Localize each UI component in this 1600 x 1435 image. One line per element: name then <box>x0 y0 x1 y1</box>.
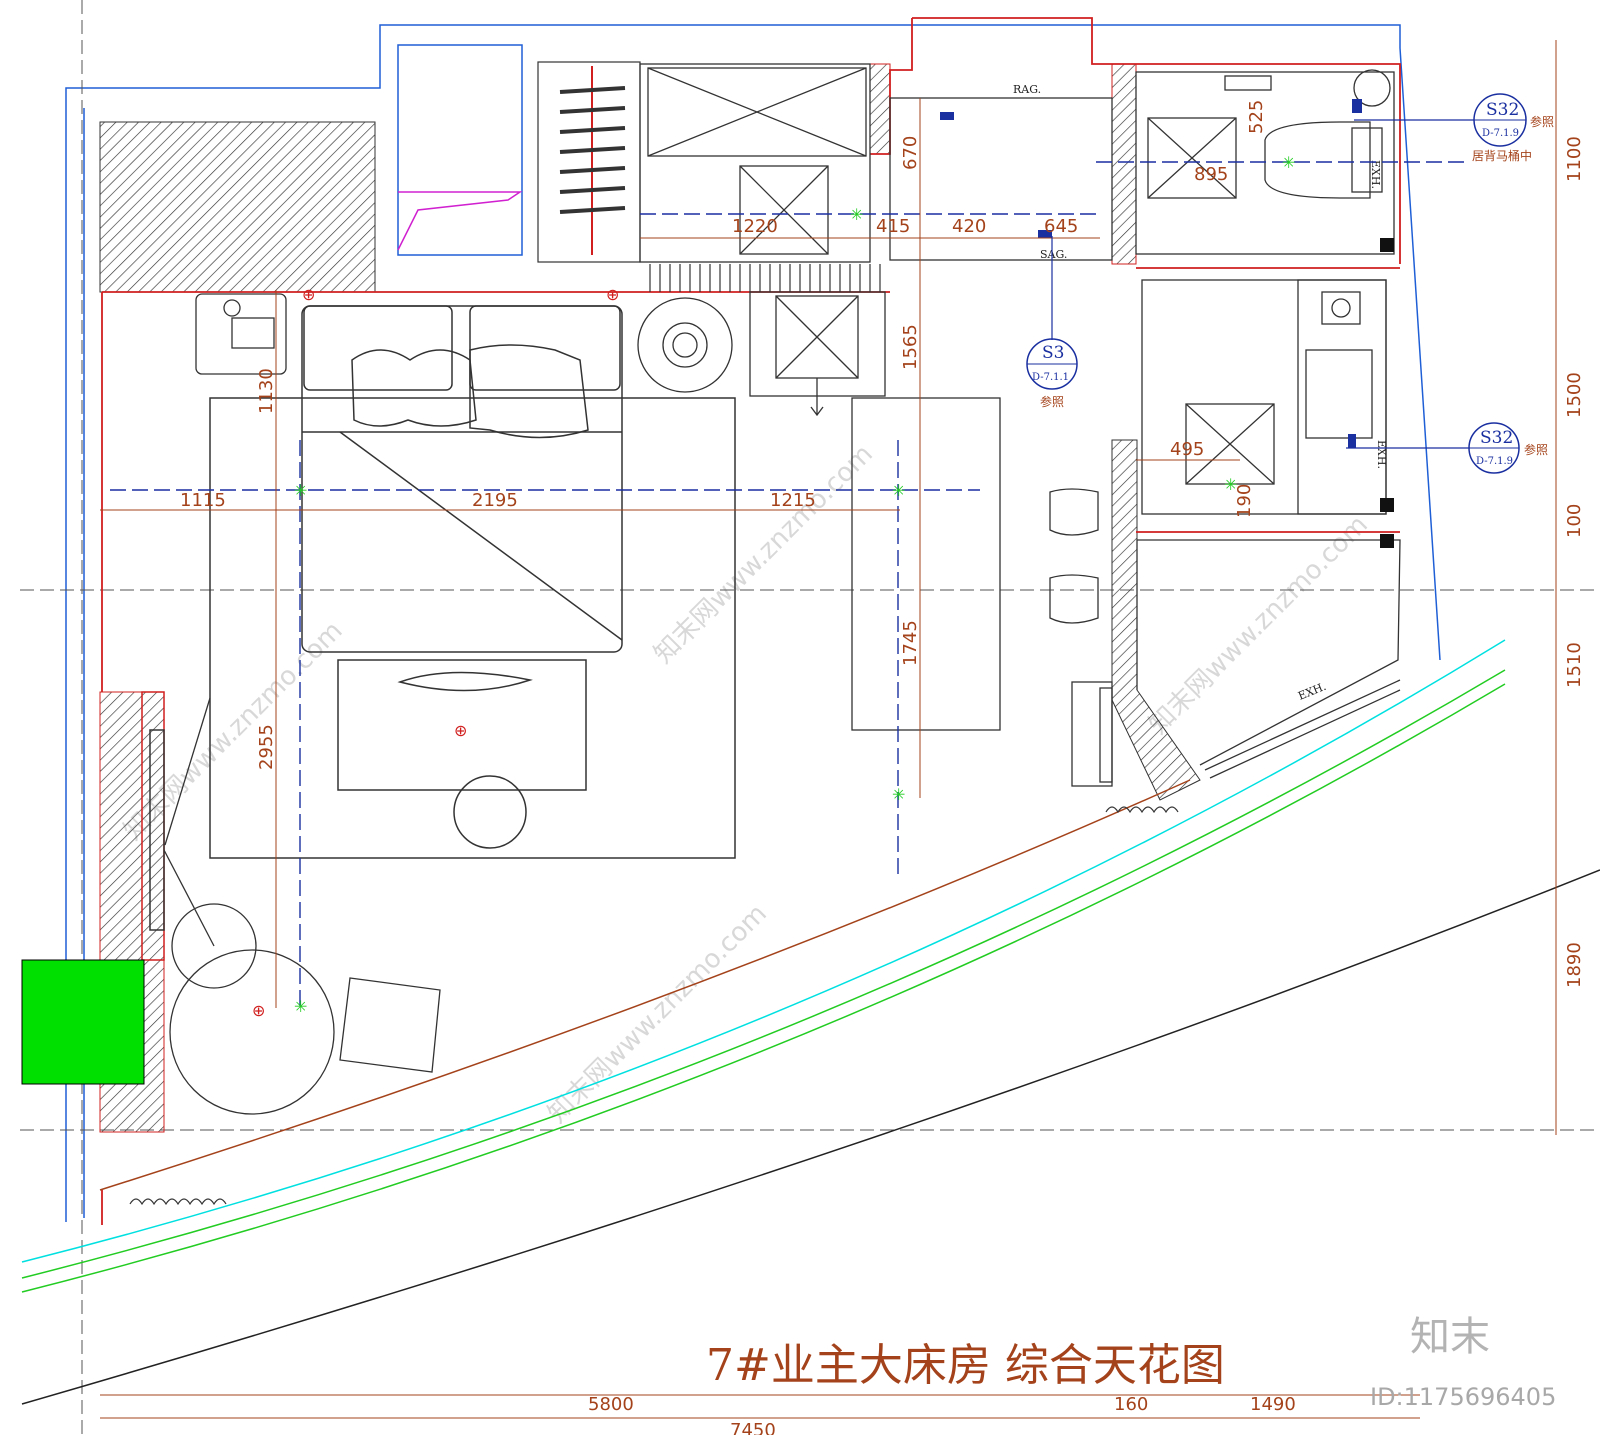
nightstand <box>195 293 287 375</box>
dim-1565: 1565 <box>900 324 921 370</box>
svg-text:✳: ✳ <box>1224 475 1237 494</box>
dim-1115: 1115 <box>180 490 226 511</box>
callout-note: 参照 <box>1530 114 1554 129</box>
corridor-fixtures <box>637 63 1113 417</box>
dim-2955: 2955 <box>256 724 277 770</box>
green-marker-block <box>21 959 145 1085</box>
dim-420: 420 <box>952 216 986 237</box>
image-id: ID:1175696405 <box>1370 1383 1556 1411</box>
dim-525: 525 <box>1246 100 1267 134</box>
svg-text:⊕: ⊕ <box>252 1001 265 1020</box>
dim-2195: 2195 <box>472 490 518 511</box>
watermark-text: 知末网www.znzmo.com <box>1143 510 1374 741</box>
callout-ref: D-7.1.9 <box>1482 128 1519 139</box>
hatched-walls <box>99 63 1201 1133</box>
axis-lines <box>110 161 1470 1010</box>
lounge-area <box>163 697 441 1115</box>
svg-text:✳: ✳ <box>294 997 307 1016</box>
dim-1215: 1215 <box>770 490 816 511</box>
svg-text:✳: ✳ <box>1282 153 1295 172</box>
drawing-title: 7#业主大床房 综合天花图 <box>706 1340 1225 1391</box>
dim-100: 100 <box>1564 504 1585 538</box>
callout-s32-mid: S32 D-7.1.9 参照 <box>1346 422 1548 474</box>
red-markers: ⊕ ⊕ ⊕ ⊕ <box>252 285 619 1020</box>
dim-645: 645 <box>1044 216 1078 237</box>
slat-grille <box>649 264 881 292</box>
dim-1745: 1745 <box>900 620 921 666</box>
callout-s32-top: S32 D-7.1.9 参照 居背马桶中 <box>1354 93 1554 163</box>
dim-1100: 1100 <box>1564 136 1585 182</box>
dim-160: 160 <box>1114 1394 1148 1415</box>
dim-670: 670 <box>900 136 921 170</box>
callout-ref: D-7.1.9 <box>1476 456 1513 467</box>
vanity <box>1049 488 1113 787</box>
sag-label: SAG. <box>1040 248 1067 261</box>
dimension-lines <box>100 40 1557 1419</box>
svg-text:✳: ✳ <box>850 205 863 224</box>
dim-415: 415 <box>876 216 910 237</box>
window-curves <box>21 639 1600 1405</box>
svg-text:✳: ✳ <box>892 481 905 500</box>
dim-5800: 5800 <box>588 1394 634 1415</box>
closet <box>397 44 641 263</box>
dim-495: 495 <box>1170 439 1204 460</box>
callout-extra: 居背马桶中 <box>1472 148 1532 163</box>
svg-text:✳: ✳ <box>294 481 307 500</box>
watermark-text: 知末网www.znzmo.com <box>648 439 879 670</box>
dimension-labels: 1220 415 420 645 895 525 670 1565 1745 1… <box>180 100 1585 1435</box>
brand-logo: 知末 <box>1410 1314 1490 1360</box>
svg-text:⊕: ⊕ <box>454 721 467 740</box>
bathroom <box>1135 69 1401 779</box>
dim-1890: 1890 <box>1564 942 1585 988</box>
tv-wall <box>141 691 165 961</box>
svg-text:✳: ✳ <box>892 785 905 804</box>
dim-895: 895 <box>1194 164 1228 185</box>
dim-7450: 7450 <box>730 1420 776 1435</box>
watermark-text: 知末网www.znzmo.com <box>542 899 773 1130</box>
desk <box>851 397 1001 731</box>
exh-label-2: EXH. <box>1375 440 1388 469</box>
exh-label-1: EXH. <box>1369 160 1382 189</box>
dim-1490: 1490 <box>1250 1394 1296 1415</box>
callout-code: S3 <box>1042 343 1064 363</box>
dim-1500: 1500 <box>1564 372 1585 418</box>
bed <box>209 305 736 859</box>
callout-code: S32 <box>1480 428 1513 448</box>
dim-1130: 1130 <box>256 368 277 414</box>
dim-190: 190 <box>1234 484 1255 518</box>
svg-text:⊕: ⊕ <box>606 285 619 304</box>
curtain-springs <box>129 806 1179 1206</box>
callout-note: 参照 <box>1524 442 1548 457</box>
light-markers: ✳ ✳ ✳ ✳ ✳ ✳ ✳ <box>294 153 1295 1016</box>
callout-note: 参照 <box>1040 394 1064 409</box>
dim-1220: 1220 <box>732 216 778 237</box>
callout-ref: D-7.1.1 <box>1032 372 1069 383</box>
bath-accessories <box>940 99 1394 548</box>
callout-code: S32 <box>1486 100 1519 120</box>
rag-label: RAG. <box>1013 83 1041 96</box>
dim-1510: 1510 <box>1564 642 1585 688</box>
svg-text:⊕: ⊕ <box>302 285 315 304</box>
callout-s3: S3 D-7.1.1 参照 <box>1026 236 1078 409</box>
